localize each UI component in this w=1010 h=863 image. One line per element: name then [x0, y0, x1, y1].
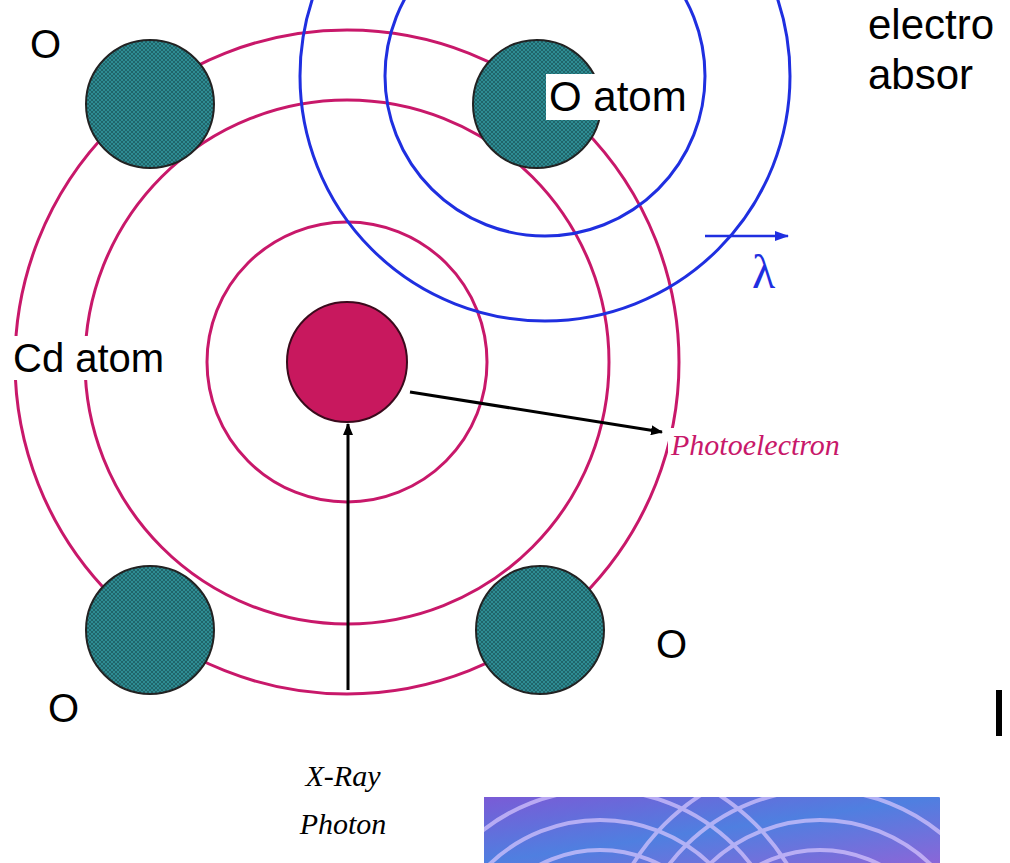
photoelectron-label: Photoelectron [668, 428, 843, 461]
cadmium-atom [287, 302, 407, 422]
oxygen-mark: O [30, 22, 61, 66]
wavelength-arrow [705, 235, 788, 238]
atom-label: Cd atom [10, 336, 167, 380]
x-ray-arrow [347, 424, 350, 690]
backscattered-wave [300, 0, 790, 321]
photon-label: X-Ray Photon [268, 752, 418, 848]
interference-thumbnail [484, 797, 940, 863]
photoelectron-arrow [410, 392, 662, 432]
cut-heading: absor [868, 52, 973, 98]
atom-label: O atom [546, 74, 690, 120]
cut-heading: electro [868, 2, 994, 48]
edge-mark [996, 690, 1002, 736]
wavelength-symbol: λ [752, 246, 775, 299]
oxygen-mark: O [656, 622, 687, 666]
oxygen-mark: O [48, 686, 79, 730]
